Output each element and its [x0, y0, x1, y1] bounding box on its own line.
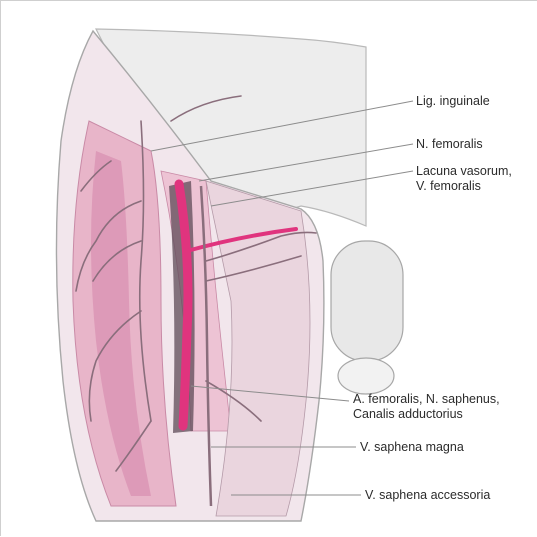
label-v-saphena-accessoria: V. saphena accessoria	[365, 488, 490, 503]
label-lacuna-line2: V. femoralis	[416, 179, 512, 194]
label-a-femoralis: A. femoralis, N. saphenus, Canalis adduc…	[353, 392, 500, 422]
label-lacuna-line1: Lacuna vasorum,	[416, 164, 512, 179]
label-lacuna-vasorum: Lacuna vasorum, V. femoralis	[416, 164, 512, 194]
label-a-femoralis-line2: Canalis adductorius	[353, 407, 500, 422]
label-a-femoralis-line1: A. femoralis, N. saphenus,	[353, 392, 500, 407]
label-lig-inguinale: Lig. inguinale	[416, 94, 490, 109]
genital-region	[331, 241, 403, 394]
label-n-femoralis: N. femoralis	[416, 137, 483, 152]
label-v-saphena-magna: V. saphena magna	[360, 440, 464, 455]
